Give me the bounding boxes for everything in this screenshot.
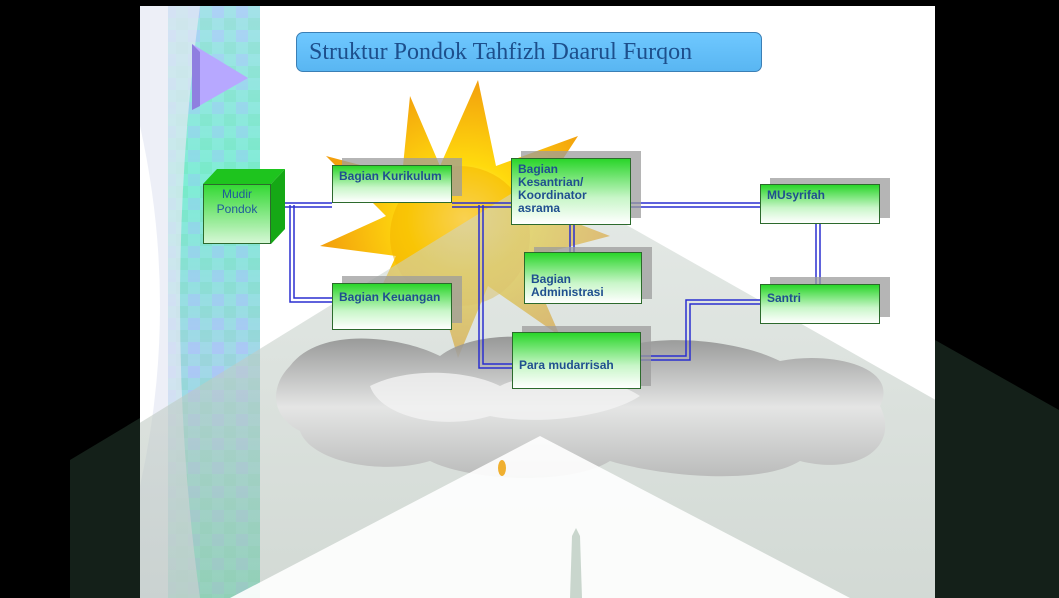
node-bagian-kesantrian: Bagian Kesantrian/ Koordinator asrama: [511, 158, 631, 225]
node-santri: Santri: [760, 284, 880, 324]
cloud-decoration: [276, 336, 886, 478]
node-mudir-pondok: Mudir Pondok: [203, 184, 271, 244]
node-para-mudarrisah: Para mudarrisah: [512, 332, 641, 389]
connector-lines: [271, 202, 821, 369]
mudir-cube-3d: [203, 169, 285, 244]
node-bagian-kurikulum: Bagian Kurikulum: [332, 165, 452, 203]
minaret-decoration: [570, 528, 582, 598]
node-bagian-keuangan: Bagian Keuangan: [332, 283, 452, 330]
play-arrow-icon: [192, 44, 248, 110]
node-bagian-administrasi: Bagian Administrasi: [524, 252, 642, 304]
node-musyrifah: MUsyrifah: [760, 184, 880, 224]
slide: Struktur Pondok Tahfizh Daarul Furqon Mu…: [140, 6, 935, 598]
page-title: Struktur Pondok Tahfizh Daarul Furqon: [296, 32, 762, 72]
